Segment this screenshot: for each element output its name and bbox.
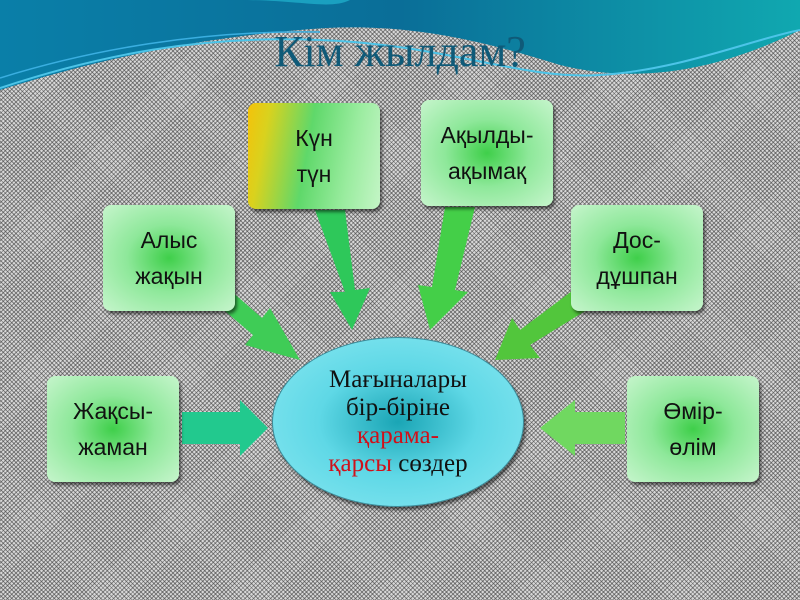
box-text: дұшпан [596,263,678,289]
box-text: түн [296,161,332,187]
box-text: Өмір- [663,398,723,424]
box-smart-foolish: Ақылды-ақымақ [421,100,553,206]
box-text: өлім [669,434,717,460]
arrow-upper-right [495,285,595,360]
box-friend-enemy: Дос-дұшпан [571,205,703,311]
center-ellipse: Мағыналары бір-біріне қарама- қарсы сөзд… [272,337,524,507]
box-text: жақын [135,263,203,289]
center-line: сөздер [392,450,468,477]
header-wave [0,0,800,90]
box-text: Күн [295,125,333,151]
box-text: жаман [78,434,148,460]
center-highlight: қарсы [328,450,393,477]
box-text: Дос- [613,227,661,253]
arrow-top-left [315,210,370,330]
arrow-upper-left [218,290,300,360]
center-line-highlight: қарама- [357,422,439,449]
box-far-near: Алыс жақын [103,205,235,311]
box-text: Алыс [140,227,198,253]
box-text: ақымақ [447,158,527,184]
box-text: Жақсы- [72,398,154,424]
center-line: бір-біріне [345,394,451,421]
box-good-bad: Жақсы-жаман [47,376,179,482]
box-day-night: Күн түн [248,103,380,209]
box-life-death: Өмір-өлім [627,376,759,482]
arrow-top-right [418,207,475,330]
center-line: Мағыналары [329,366,467,393]
arrow-right [540,400,625,456]
box-text: Ақылды- [440,122,534,148]
slide-title: Кім жылдам? [274,27,526,76]
arrow-left [182,400,268,456]
